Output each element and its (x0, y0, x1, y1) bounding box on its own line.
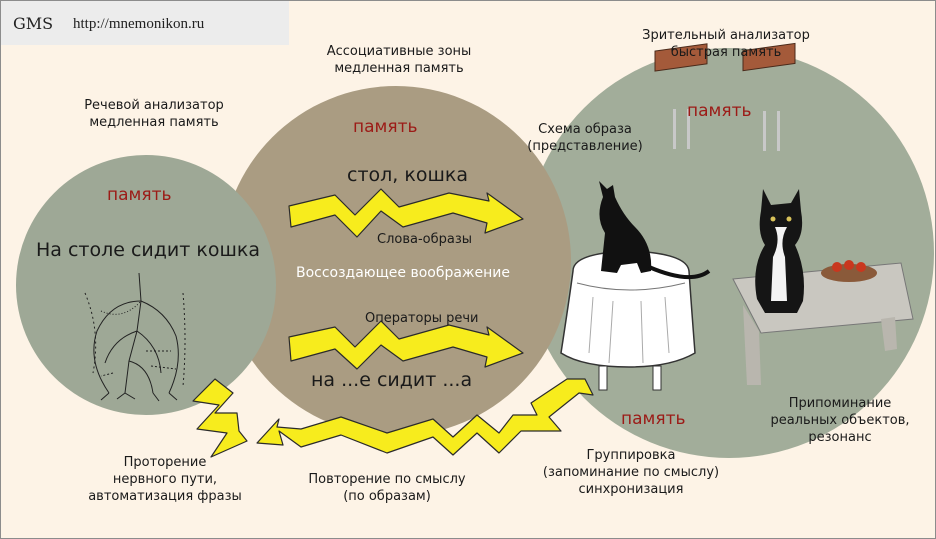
arrow-left-return (192, 378, 248, 458)
neural-path-sketch-icon (84, 272, 186, 402)
brand-url-link[interactable]: http://mnemonikon.ru (73, 16, 205, 32)
speech-phrase: На столе сидит кошка (36, 239, 260, 261)
speech-memory-label: память (107, 185, 172, 205)
speech-analyzer-circle (16, 155, 276, 415)
grouping-label: Группировка(запоминание по смыслу)синхро… (542, 448, 720, 497)
cat-on-table-icon (560, 181, 711, 391)
visual-memory-top-label: память (687, 101, 752, 121)
tuning-fork-icon (742, 42, 796, 151)
assoc-words: стол, кошка (347, 164, 468, 186)
real-cat-on-table-icon (732, 189, 914, 385)
tuning-fork-icon (654, 43, 708, 149)
image-scheme-label: Схема образа(представление) (527, 122, 643, 154)
assoc-memory-label: память (353, 117, 418, 137)
arrow-speech-operators (288, 320, 524, 370)
brand-name: GMS (13, 14, 54, 33)
arrow-speech-operators-label: Операторы речи (365, 311, 479, 326)
visual-memory-bottom-label: память (621, 409, 686, 429)
repetition-label: Повторение по смыслу(по образам) (308, 472, 466, 504)
assoc-template: на ...е сидит ...а (311, 369, 473, 391)
arrow-repetition-loop (256, 378, 594, 456)
brand-header: GMS http://mnemonikon.ru (1, 1, 289, 45)
arrow-words-images (288, 188, 524, 238)
arrow-words-images-label: Слова-образы (377, 232, 473, 247)
assoc-center-label: Воссоздающее воображение (295, 265, 511, 281)
